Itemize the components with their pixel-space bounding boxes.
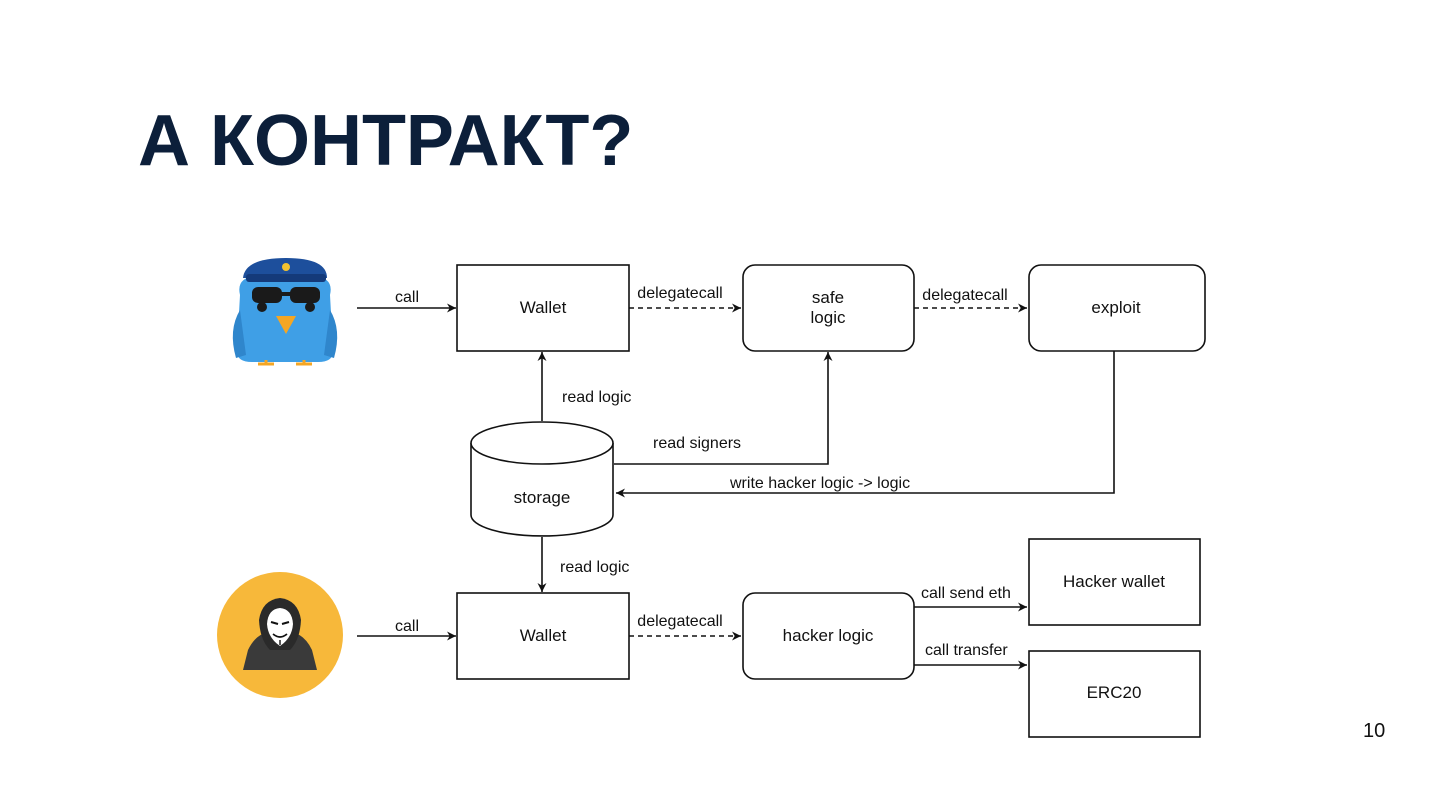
hacker-icon xyxy=(217,572,343,698)
node-wallet-bottom: Wallet xyxy=(456,592,630,680)
edge-label-write-hacker-logic: write hacker logic -> logic xyxy=(729,475,910,492)
node-safe-logic: safe logic xyxy=(742,264,915,352)
node-hacker-wallet: Hacker wallet xyxy=(1028,538,1201,626)
edge-read-signers xyxy=(614,352,833,465)
node-wallet-bottom-label: Wallet xyxy=(520,626,567,645)
edge-label-delegatecall-3: delegatecall xyxy=(637,613,722,630)
node-storage-label: storage xyxy=(514,488,571,507)
node-wallet-top: Wallet xyxy=(456,264,630,352)
node-erc20-label: ERC20 xyxy=(1087,683,1142,702)
node-wallet-top-label: Wallet xyxy=(520,298,567,317)
node-safe-logic-label-2: logic xyxy=(811,308,846,327)
edge-label-delegatecall-1: delegatecall xyxy=(637,285,722,302)
police-bird-icon xyxy=(232,258,338,366)
node-erc20: ERC20 xyxy=(1028,650,1201,738)
edge-label-call-bottom: call xyxy=(395,618,419,635)
edge-label-call-send-eth: call send eth xyxy=(921,585,1011,602)
node-safe-logic-label-1: safe xyxy=(812,288,844,307)
node-hacker-logic: hacker logic xyxy=(742,592,915,680)
edge-label-read-logic-bottom: read logic xyxy=(560,559,629,576)
node-hacker-logic-label: hacker logic xyxy=(783,626,874,645)
edge-label-call-top: call xyxy=(395,289,419,306)
node-exploit: exploit xyxy=(1028,264,1206,352)
slide-title: А КОНТРАКТ? xyxy=(138,101,634,181)
node-storage: storage xyxy=(470,421,614,537)
node-hacker-wallet-label: Hacker wallet xyxy=(1063,572,1165,591)
page-number: 10 xyxy=(1363,720,1386,742)
edge-label-read-signers: read signers xyxy=(653,435,741,452)
edge-write-hacker-logic xyxy=(616,351,1115,498)
edge-label-read-logic-top: read logic xyxy=(562,389,631,406)
edge-label-delegatecall-2: delegatecall xyxy=(922,287,1007,304)
edge-label-call-transfer: call transfer xyxy=(925,642,1008,659)
node-exploit-label: exploit xyxy=(1091,298,1140,317)
